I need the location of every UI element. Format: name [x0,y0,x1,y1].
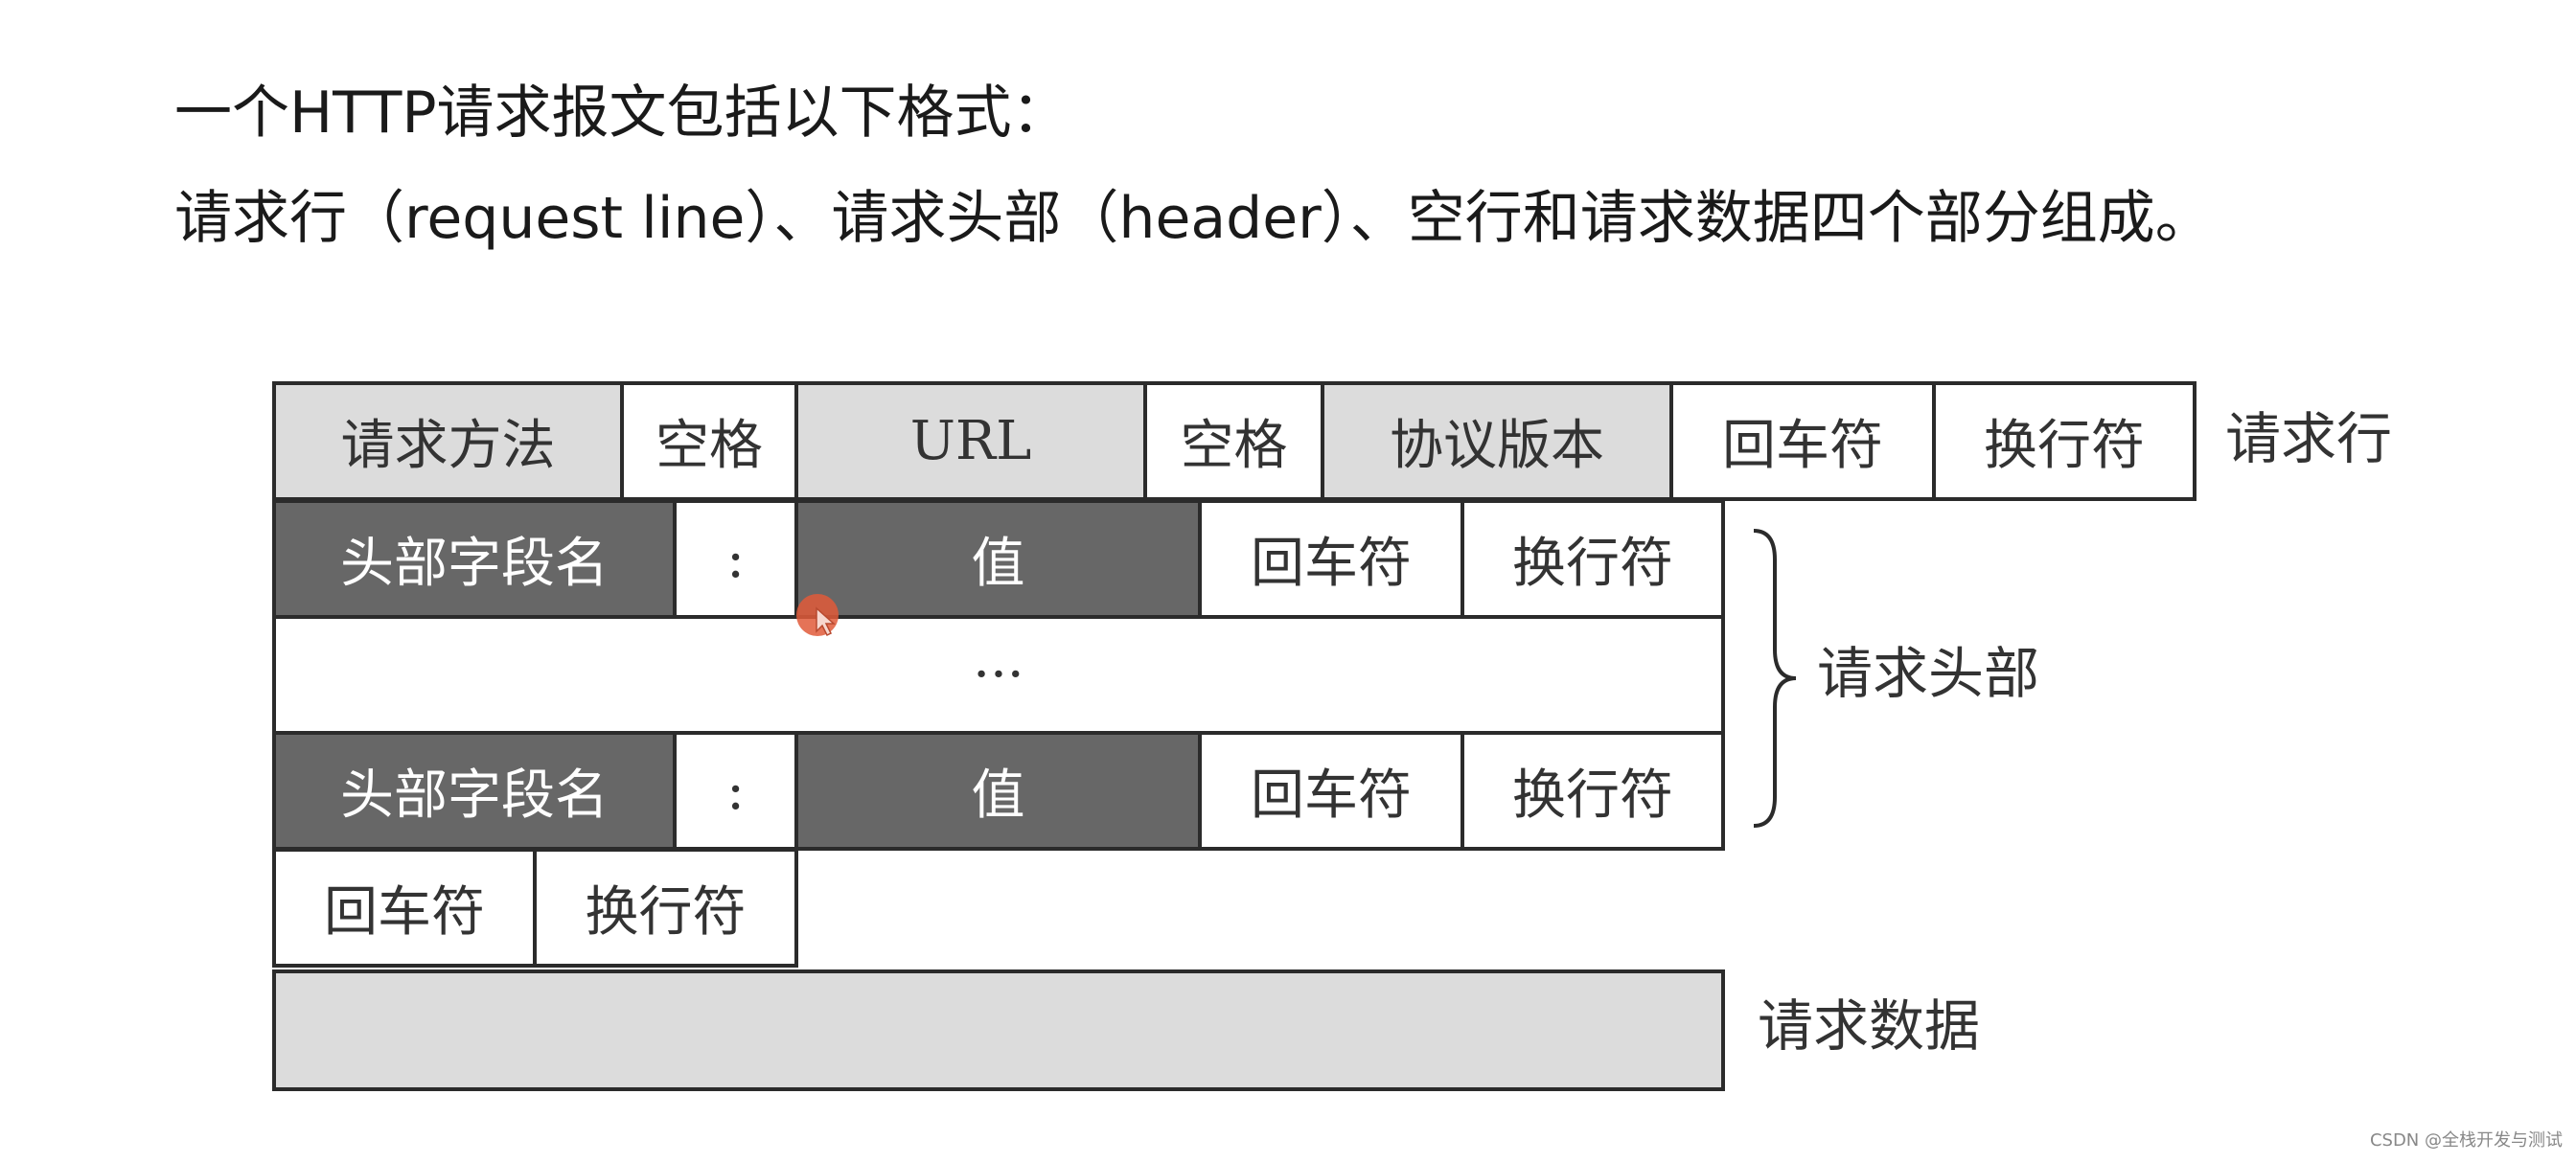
cell-ellipsis: ··· [272,615,1725,735]
cell-value-1: 值 [794,499,1202,619]
cell-line-feed-3: 换行符 [1460,731,1725,851]
cell-request-method: 请求方法 [272,381,624,501]
intro-line-1: 一个HTTP请求报文包括以下格式： [174,80,1070,147]
cell-value-2: 值 [794,731,1202,851]
label-request-header: 请求头部 [1817,641,2040,706]
cell-colon-2: : [673,731,798,851]
cell-header-field-name-2: 头部字段名 [272,731,677,851]
cell-blank-carriage-return: 回车符 [272,848,537,968]
cell-blank-line-feed: 换行符 [533,848,798,968]
cursor-pointer-icon [796,594,839,637]
cell-carriage-return-1: 回车符 [1669,381,1936,501]
cell-protocol-version: 协议版本 [1321,381,1673,501]
cell-space-1: 空格 [620,381,798,501]
header-brace [1753,529,1797,828]
cell-carriage-return-3: 回车符 [1198,731,1464,851]
cell-header-field-name-1: 头部字段名 [272,499,677,619]
watermark: CSDN @全栈开发与测试 [2369,1130,2563,1151]
cell-url: URL [794,381,1147,501]
cell-carriage-return-2: 回车符 [1198,499,1464,619]
cell-colon-1: : [673,499,798,619]
cell-line-feed-2: 换行符 [1460,499,1725,619]
cell-space-2: 空格 [1143,381,1324,501]
label-request-body: 请求数据 [1758,993,1981,1059]
cell-line-feed-1: 换行符 [1932,381,2196,501]
label-request-line: 请求行 [2225,406,2393,471]
cell-request-body [272,969,1725,1091]
intro-line-2: 请求行（request line）、请求头部（header）、空行和请求数据四个… [174,185,2213,252]
